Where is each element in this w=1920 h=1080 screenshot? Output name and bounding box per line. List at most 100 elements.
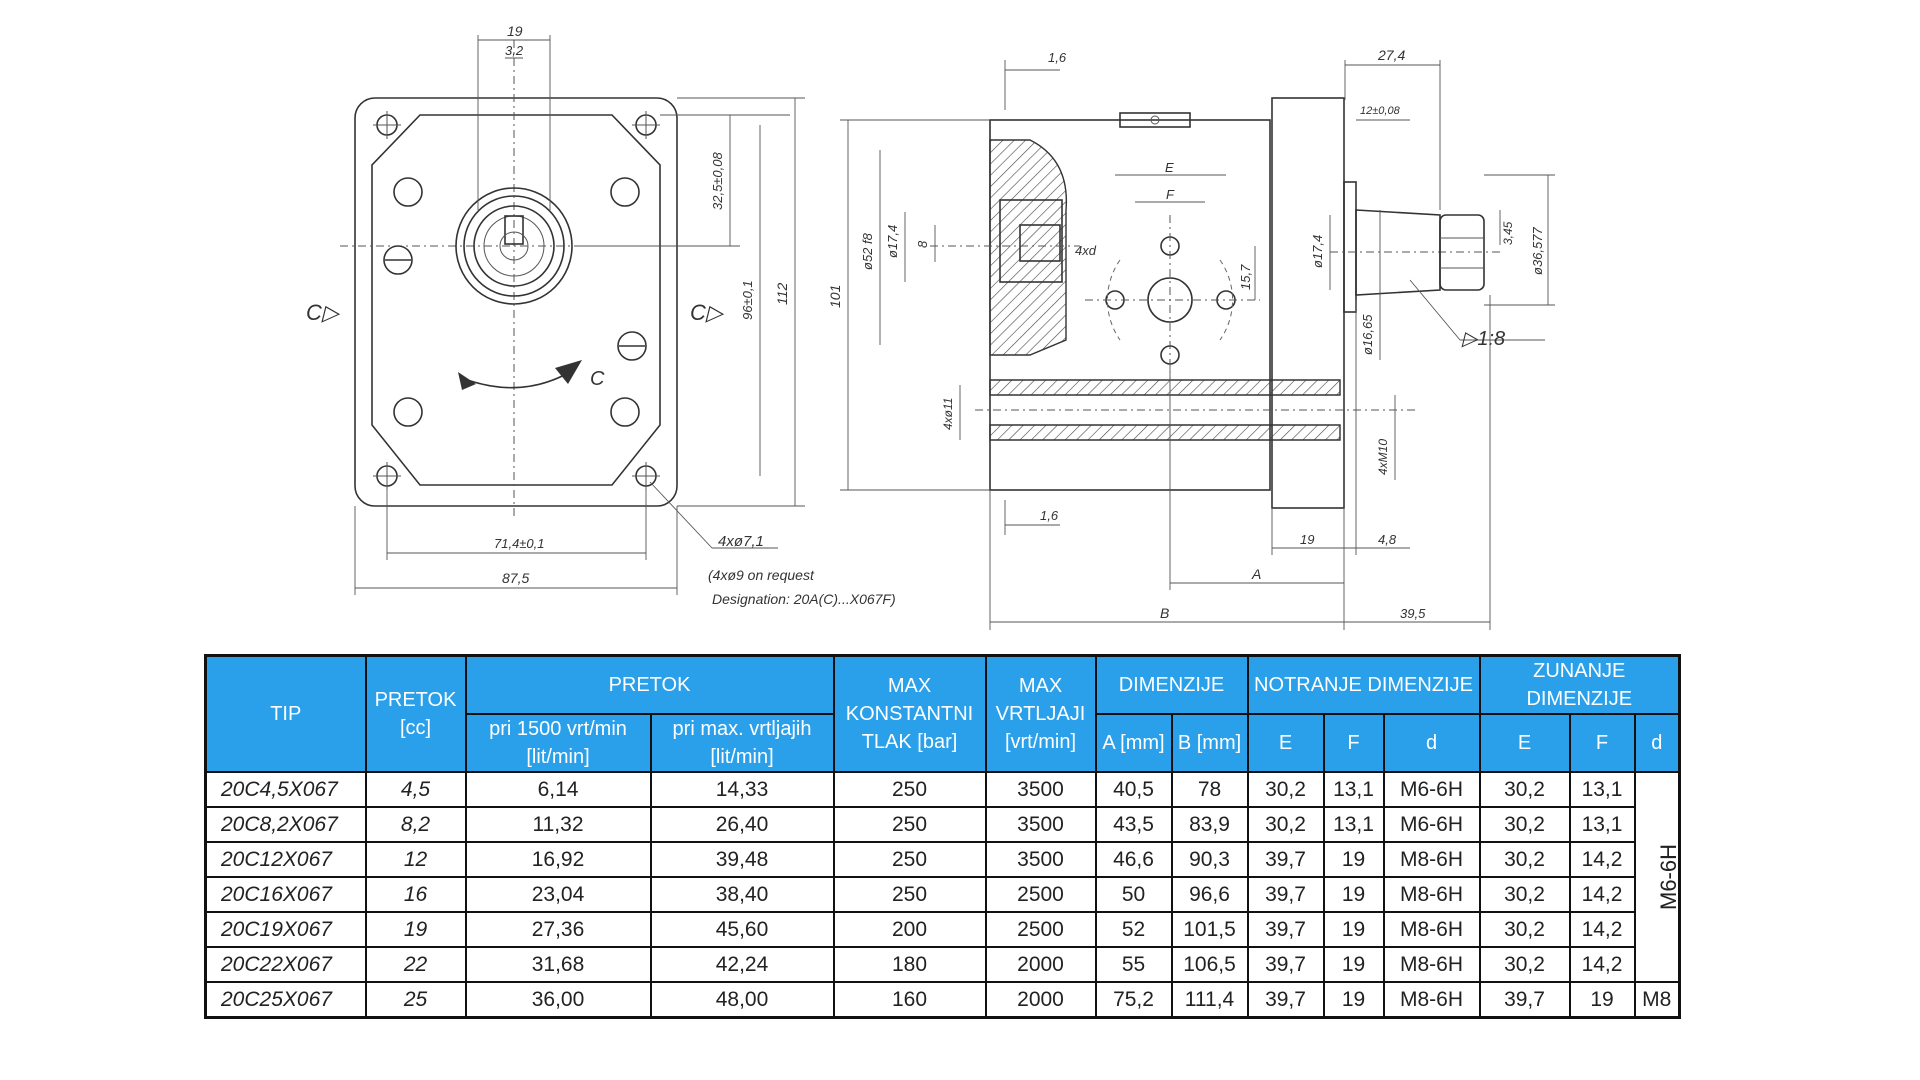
header-tip: TIP xyxy=(204,654,367,773)
cell-vrt: 3500 xyxy=(984,771,1097,808)
cell-ne: 30,2 xyxy=(1246,771,1325,808)
cell-cc: 16 xyxy=(364,876,467,913)
dim-width: 87,5 xyxy=(502,570,529,586)
cell-b: 90,3 xyxy=(1170,841,1249,878)
cell-qmax: 14,33 xyxy=(649,771,835,808)
cell-a: 40,5 xyxy=(1094,771,1173,808)
cell-tip: 20C4,5X067 xyxy=(204,771,367,808)
header-zunanje-e: E xyxy=(1478,713,1571,773)
cell-zd-merged-text: M6-6H xyxy=(1655,843,1680,911)
cell-b: 106,5 xyxy=(1170,946,1249,983)
cell-q1500: 31,68 xyxy=(464,946,652,983)
header-zunanje-d: d xyxy=(1633,713,1681,773)
cell-ze: 30,2 xyxy=(1478,911,1571,948)
cell-nd: M8-6H xyxy=(1382,981,1481,1019)
cell-a: 43,5 xyxy=(1094,806,1173,843)
cell-tip: 20C8,2X067 xyxy=(204,806,367,843)
cell-qmax: 39,48 xyxy=(649,841,835,878)
cell-b: 101,5 xyxy=(1170,911,1249,948)
dim-height: 112 xyxy=(774,282,790,305)
dim-B: B xyxy=(1160,605,1169,621)
cell-nf: 19 xyxy=(1322,946,1385,983)
dim-top-3-2: 3,2 xyxy=(505,43,524,58)
cell-cc: 12 xyxy=(364,841,467,878)
cell-nd: M8-6H xyxy=(1382,946,1481,983)
cell-a: 52 xyxy=(1094,911,1173,948)
dim-dia-36-577: ø36,577 xyxy=(1530,227,1545,275)
cell-tlak: 250 xyxy=(832,841,987,878)
technical-drawing: C C▷ C▷ 19 3,2 32,5±0,08 96±0,1 112 71,4… xyxy=(306,23,1555,630)
front-view: C C▷ C▷ 19 3,2 32,5±0,08 96±0,1 112 71,4… xyxy=(306,23,896,607)
cell-a: 46,6 xyxy=(1094,841,1173,878)
cell-tlak: 200 xyxy=(832,911,987,948)
cell-vrt: 2000 xyxy=(984,981,1097,1019)
side-view: 27,4 12±0,08 1,6 1,6 101 ø52 f8 ø17,4 8 … xyxy=(827,47,1555,630)
hole-note-3: Designation: 20A(C)...X067F) xyxy=(712,591,896,607)
cell-q1500: 6,14 xyxy=(464,771,652,808)
cell-zf: 14,2 xyxy=(1568,946,1636,983)
header-pretok-1500: pri 1500 vrt/min [lit/min] xyxy=(464,713,652,773)
cell-q1500: 11,32 xyxy=(464,806,652,843)
cell-q1500: 36,00 xyxy=(464,981,652,1019)
cell-nd: M8-6H xyxy=(1382,876,1481,913)
header-zunanje-f: F xyxy=(1568,713,1636,773)
dim-E: E xyxy=(1165,160,1174,175)
cell-q1500: 23,04 xyxy=(464,876,652,913)
cell-zf: 14,2 xyxy=(1568,911,1636,948)
dim-3-45: 3,45 xyxy=(1501,221,1515,245)
dim-top-19: 19 xyxy=(507,23,523,39)
cell-nd: M6-6H xyxy=(1382,806,1481,843)
cell-tlak: 160 xyxy=(832,981,987,1019)
table-row: 20C19X067 19 27,36 45,60 200 2500 52 101… xyxy=(204,911,1680,948)
cell-qmax: 26,40 xyxy=(649,806,835,843)
dim-4x11: 4xø11 xyxy=(941,398,955,430)
cell-q1500: 27,36 xyxy=(464,911,652,948)
cell-nf: 19 xyxy=(1322,981,1385,1019)
cell-qmax: 38,40 xyxy=(649,876,835,913)
cell-a: 75,2 xyxy=(1094,981,1173,1019)
cell-tlak: 250 xyxy=(832,771,987,808)
cell-b: 96,6 xyxy=(1170,876,1249,913)
header-max-tlak: MAX KONSTANTNI TLAK [bar] xyxy=(832,654,987,773)
cell-zf: 13,1 xyxy=(1568,771,1636,808)
header-dimenzije: DIMENZIJE xyxy=(1094,654,1249,715)
cell-ne: 30,2 xyxy=(1246,806,1325,843)
dim-4xM10: 4xM10 xyxy=(1376,439,1390,475)
cell-nf: 19 xyxy=(1322,841,1385,878)
dim-27-4: 27,4 xyxy=(1377,47,1405,63)
cell-tip: 20C19X067 xyxy=(204,911,367,948)
cell-cc: 19 xyxy=(364,911,467,948)
dim-F: F xyxy=(1166,187,1175,202)
cell-qmax: 48,00 xyxy=(649,981,835,1019)
cell-nd: M8-6H xyxy=(1382,911,1481,948)
dim-8: 8 xyxy=(915,240,930,248)
cell-q1500: 16,92 xyxy=(464,841,652,878)
cell-ne: 39,7 xyxy=(1246,946,1325,983)
dim-ra-bottom: 1,6 xyxy=(1040,508,1059,523)
cell-tlak: 250 xyxy=(832,806,987,843)
dim-4xd: 4xd xyxy=(1075,243,1097,258)
cell-ne: 39,7 xyxy=(1246,841,1325,878)
cell-tip: 20C12X067 xyxy=(204,841,367,878)
table-row: 20C16X067 16 23,04 38,40 250 2500 50 96,… xyxy=(204,876,1680,913)
dim-taper: ▷1:8 xyxy=(1461,328,1505,350)
table-row: 20C22X067 22 31,68 42,24 180 2000 55 106… xyxy=(204,946,1680,983)
dim-bolt-spacing-h: 71,4±0,1 xyxy=(494,536,545,551)
cell-nd: M8-6H xyxy=(1382,841,1481,878)
cell-zf: 19 xyxy=(1568,981,1636,1019)
header-pretok-max: pri max. vrtljajih [lit/min] xyxy=(649,713,835,773)
table-header-row-1: TIP PRETOK [cc] PRETOK MAX KONSTANTNI TL… xyxy=(204,654,1681,773)
cell-qmax: 42,24 xyxy=(649,946,835,983)
section-mark-left: C▷ xyxy=(306,300,341,325)
cell-nf: 19 xyxy=(1322,876,1385,913)
cell-zd-last: M8 xyxy=(1633,981,1681,1019)
cell-ze: 39,7 xyxy=(1478,981,1571,1019)
cell-tip: 20C25X067 xyxy=(204,981,367,1019)
header-zunanje: ZUNANJE DIMENZIJE xyxy=(1478,654,1681,715)
dim-ra-top: 1,6 xyxy=(1048,50,1067,65)
hole-note: 4xø7,1 xyxy=(718,533,764,550)
table-row: 20C25X067 25 36,00 48,00 160 2000 75,2 1… xyxy=(204,981,1681,1019)
cell-cc: 25 xyxy=(364,981,467,1019)
cell-vrt: 2500 xyxy=(984,911,1097,948)
cell-b: 111,4 xyxy=(1170,981,1249,1019)
